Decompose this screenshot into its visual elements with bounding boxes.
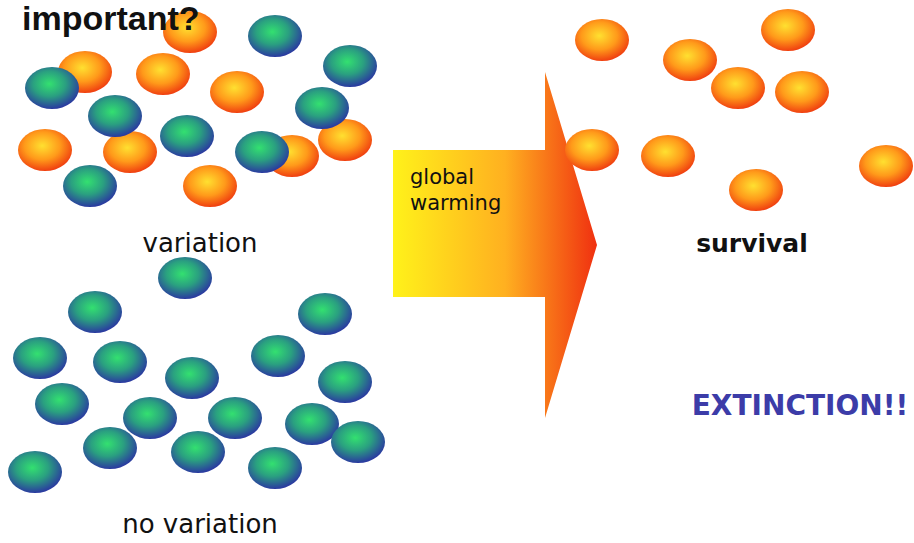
green-individual (8, 451, 62, 493)
population-dots (8, 9, 913, 493)
green-individual (235, 131, 289, 173)
orange-individual (575, 19, 629, 61)
outcome-label: survival (696, 229, 808, 258)
green-individual (63, 165, 117, 207)
green-individual (295, 87, 349, 129)
orange-individual (565, 129, 619, 171)
green-individual (35, 383, 89, 425)
orange-individual (711, 67, 765, 109)
orange-individual (663, 39, 717, 81)
green-individual (165, 357, 219, 399)
green-individual (160, 115, 214, 157)
warming-arrow (393, 72, 597, 418)
orange-individual (183, 165, 237, 207)
green-individual (158, 257, 212, 299)
green-individual (171, 431, 225, 473)
green-individual (323, 45, 377, 87)
green-individual (88, 95, 142, 137)
green-individual (93, 341, 147, 383)
green-individual (248, 447, 302, 489)
green-individual (298, 293, 352, 335)
green-individual (248, 15, 302, 57)
green-individual (123, 397, 177, 439)
orange-individual (18, 129, 72, 171)
arrow-label: global warming (410, 164, 530, 217)
green-individual (68, 291, 122, 333)
orange-individual (641, 135, 695, 177)
green-individual (13, 337, 67, 379)
group-caption: no variation (122, 509, 278, 539)
orange-individual (729, 169, 783, 211)
green-individual (285, 403, 339, 445)
green-individual (331, 421, 385, 463)
orange-individual (761, 9, 815, 51)
group-caption: variation (143, 228, 258, 258)
green-individual (318, 361, 372, 403)
green-individual (83, 427, 137, 469)
orange-individual (136, 53, 190, 95)
orange-individual (103, 131, 157, 173)
orange-individual (859, 145, 913, 187)
green-individual (251, 335, 305, 377)
orange-individual (775, 71, 829, 113)
orange-individual (210, 71, 264, 113)
green-individual (25, 67, 79, 109)
outcome-label: EXTINCTION!! (692, 389, 909, 422)
slide-title: important? (22, 0, 200, 37)
green-individual (208, 397, 262, 439)
